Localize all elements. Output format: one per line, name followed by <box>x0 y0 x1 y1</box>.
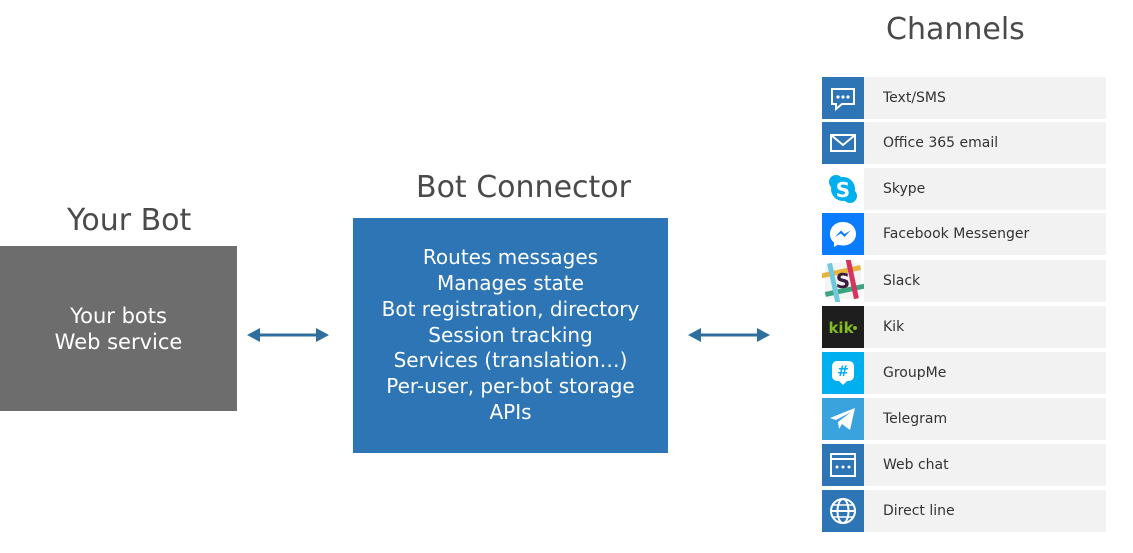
slack-icon: S <box>822 260 864 302</box>
connector-line: Manages state <box>437 271 584 295</box>
your-bot-line: Your bots <box>70 303 167 328</box>
svg-text:S: S <box>836 269 850 293</box>
your-bot-box: Your bots Web service <box>0 246 237 411</box>
channel-item-skype: S Skype <box>822 168 1106 210</box>
channel-item-facebook-messenger: Facebook Messenger <box>822 213 1106 255</box>
channel-label: Kik <box>883 319 905 335</box>
connector-line: Bot registration, directory <box>381 296 640 321</box>
channel-item-telegram: Telegram <box>822 398 1106 440</box>
channel-item-web-chat: Web chat <box>822 444 1106 486</box>
channel-item-slack: S Slack <box>822 260 1106 302</box>
channel-item-groupme: # GroupMe <box>822 352 1106 394</box>
channel-label: Office 365 email <box>883 135 999 151</box>
sms-icon <box>822 77 864 119</box>
channel-item-text-sms: Text/SMS <box>822 77 1106 119</box>
bot-connector-title: Bot Connector <box>416 170 631 205</box>
connector-line: Services (translation…) <box>393 348 628 373</box>
connector-line: APIs <box>489 399 532 424</box>
channel-item-kik: kik Kik <box>822 306 1106 348</box>
your-bot-line: Web service <box>54 329 183 354</box>
channel-label: Facebook Messenger <box>883 226 1030 242</box>
connector-line: Session tracking <box>428 322 593 347</box>
globe-icon <box>822 490 864 532</box>
channel-item-office365-email: Office 365 email <box>822 122 1106 164</box>
channel-label: GroupMe <box>883 365 947 381</box>
bidirectional-arrow-left <box>247 328 329 342</box>
channel-label: Direct line <box>883 503 955 519</box>
telegram-icon <box>822 398 864 440</box>
channel-label: Text/SMS <box>883 90 946 106</box>
bidirectional-arrow-right <box>688 328 770 342</box>
channel-item-direct-line: Direct line <box>822 490 1106 532</box>
svg-text:#: # <box>837 364 849 380</box>
email-icon <box>822 122 864 164</box>
webchat-icon <box>822 444 864 486</box>
svg-text:kik: kik <box>828 319 854 337</box>
bot-connector-box: Routes messages Manages state Bot regist… <box>353 218 668 453</box>
channel-label: Skype <box>883 181 926 197</box>
svg-text:S: S <box>836 178 850 202</box>
connector-line: Per-user, per-bot storage <box>386 374 635 399</box>
channel-label: Slack <box>883 273 921 289</box>
groupme-icon: # <box>822 352 864 394</box>
kik-icon: kik <box>822 306 864 348</box>
skype-icon: S <box>822 168 864 210</box>
channel-label: Web chat <box>883 457 949 473</box>
messenger-icon <box>822 213 864 255</box>
connector-line: Routes messages <box>422 245 599 270</box>
your-bot-title: Your Bot <box>67 203 192 238</box>
channels-title: Channels <box>886 12 1025 47</box>
channel-label: Telegram <box>883 411 948 427</box>
